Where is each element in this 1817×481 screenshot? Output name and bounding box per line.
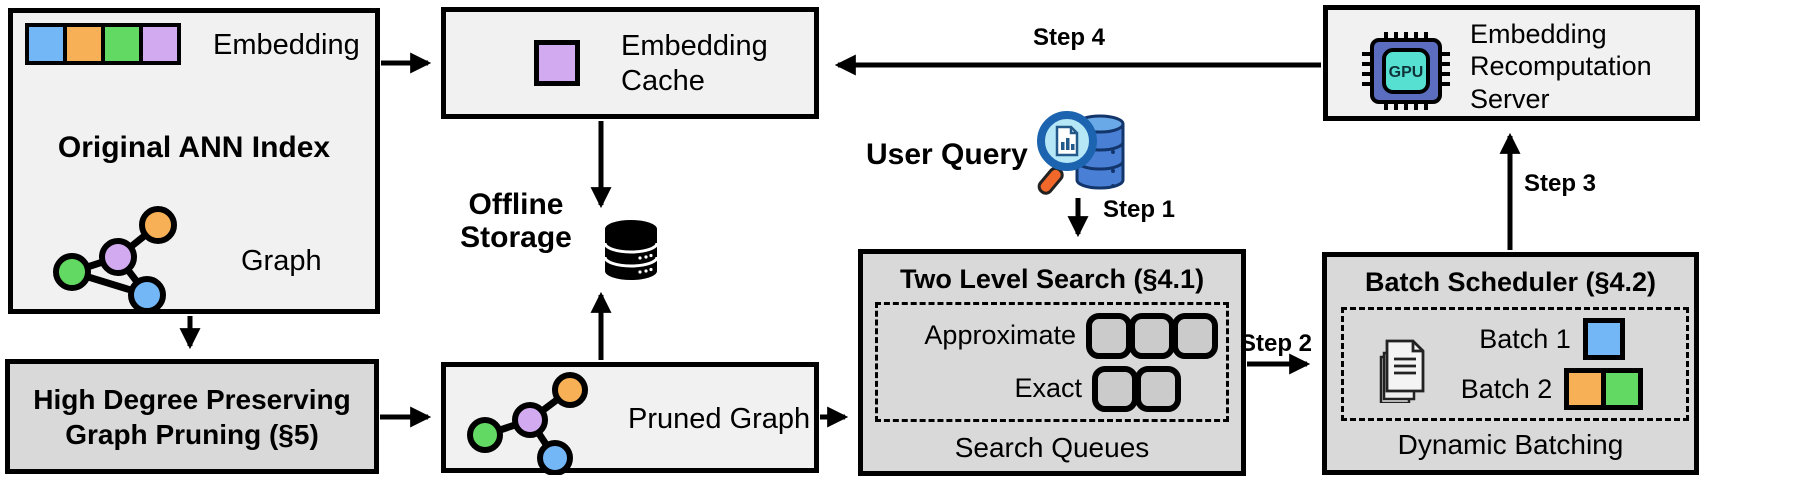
queue-slot [1092, 365, 1138, 412]
batch-2-row: Batch 2 [1428, 368, 1676, 410]
queue-slot [1129, 312, 1175, 359]
purple-square [139, 23, 181, 65]
batch-1-row: Batch 1 [1428, 318, 1676, 360]
pruned-graph-icon [467, 372, 588, 475]
offline-storage-database-icon [603, 220, 659, 280]
embedding-cache-label: Embedding Cache [621, 30, 768, 97]
dynamic-batching-footer: Dynamic Batching [1397, 429, 1624, 460]
embedding-label: Embedding [213, 29, 360, 61]
recomputation-server-label: Embedding Recomputation Server [1470, 19, 1652, 114]
orange-square [63, 23, 105, 65]
exact-queue-slots [1092, 365, 1181, 412]
graph-pruning-title: High Degree Preserving Graph Pruning (§5… [33, 383, 351, 450]
batch-1-label: Batch 1 [1479, 323, 1571, 354]
blue-square [25, 23, 67, 65]
green-square [101, 23, 143, 65]
step-3-label: Step 3 [1524, 170, 1597, 197]
batch-2-label: Batch 2 [1460, 373, 1553, 404]
search-queues-panel: Approximate Exact [875, 302, 1229, 422]
batch-scheduler-title: Batch Scheduler (§4.2) [1364, 267, 1657, 297]
offline-storage-label: Offline Storage [460, 188, 572, 254]
search-queues-footer: Search Queues [954, 432, 1150, 463]
dynamic-batching-panel: Batch 1 Batch 2 [1341, 307, 1689, 421]
graph-pruning-box: High Degree Preserving Graph Pruning (§5… [5, 359, 379, 474]
graph-label: Graph [241, 245, 322, 277]
batch-1-squares [1582, 318, 1625, 360]
step-2-label: Step 2 [1240, 330, 1313, 357]
query-documents-icon [1379, 339, 1425, 403]
embedding-vector-icon [25, 23, 181, 65]
user-query-search-icon [1037, 111, 1125, 195]
blue-square [1582, 318, 1625, 360]
approximate-label: Approximate [924, 320, 1076, 350]
graph-icon [53, 206, 177, 314]
two-level-search-title: Two Level Search (§4.1) [899, 264, 1205, 294]
pruned-graph-label: Pruned Graph [628, 403, 811, 435]
cached-embedding-icon [534, 40, 580, 86]
svg-text:GPU: GPU [1389, 64, 1424, 81]
gpu-chip-icon: GPU [1362, 32, 1450, 110]
pruned-graph-box: Pruned Graph [441, 362, 819, 475]
two-level-search-box: Two Level Search (§4.1) Approximate Exac… [858, 249, 1246, 476]
recomputation-server-box: GPU Embedding Recomputation Server [1323, 5, 1700, 121]
batch-scheduler-box: Batch Scheduler (§4.2) Batch 1 Batch 2 D… [1322, 252, 1699, 475]
queue-slot [1172, 312, 1218, 359]
embedding-cache-box: Embedding Cache [441, 7, 819, 119]
exact-label: Exact [1014, 373, 1082, 403]
ann-index-title: Original ANN Index [57, 131, 331, 164]
approximate-queue-row: Approximate [886, 312, 1218, 359]
batch-2-squares [1564, 368, 1644, 410]
queue-slot [1135, 365, 1181, 412]
step-4-label: Step 4 [1033, 24, 1106, 51]
step-1-label: Step 1 [1103, 196, 1176, 223]
exact-queue-row: Exact [886, 365, 1218, 412]
queue-slot [1086, 312, 1132, 359]
approximate-queue-slots [1086, 312, 1218, 359]
user-query-label: User Query [866, 138, 1028, 171]
original-ann-index-box: Embedding Original ANN Index Graph [8, 8, 380, 314]
orange-square [1564, 368, 1607, 410]
green-square [1601, 368, 1644, 410]
